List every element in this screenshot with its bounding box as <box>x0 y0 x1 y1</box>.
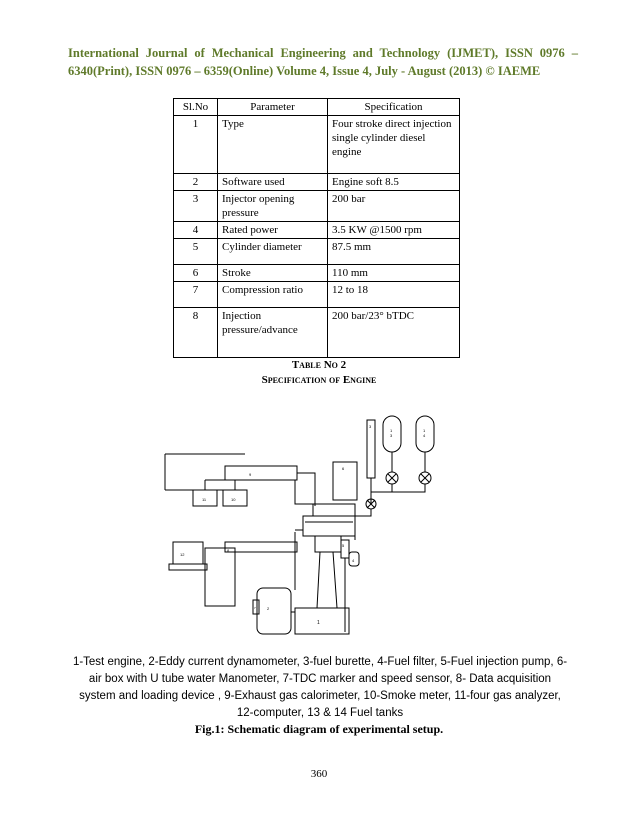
cell-param: Compression ratio <box>217 281 328 308</box>
cell-spec: Engine soft 8.5 <box>327 173 460 191</box>
label-computer: 12 <box>180 552 185 557</box>
cell-param: Rated power <box>217 221 328 239</box>
label-injection-pump: 5 <box>342 543 345 548</box>
cell-spec: 87.5 mm <box>327 238 460 265</box>
cell-spec: 110 mm <box>327 264 460 282</box>
col-header-slno: Sl.No <box>173 98 218 116</box>
cell-no: 8 <box>173 307 218 358</box>
test-engine <box>294 607 350 635</box>
label-tank14: 1 <box>423 428 426 433</box>
table-row: 7 Compression ratio 12 to 18 <box>173 281 460 308</box>
label-smoke-meter: 10 <box>231 497 236 502</box>
table-row: 6 Stroke 110 mm <box>173 264 460 282</box>
label-tank14-b: 4 <box>423 433 426 438</box>
figure-legend: 1-Test engine, 2-Eddy current dynamomete… <box>72 656 568 719</box>
label-air-box: 6 <box>342 466 345 471</box>
cell-param: Cylinder diameter <box>217 238 328 265</box>
label-fuel-filter: 4 <box>352 558 355 563</box>
cell-param: Injector opening pressure <box>217 190 328 222</box>
cell-param: Software used <box>217 173 328 191</box>
table-row: 4 Rated power 3.5 KW @1500 rpm <box>173 221 460 239</box>
figure-caption: Fig.1: Schematic diagram of experimental… <box>194 722 444 736</box>
label-burette: 3 <box>369 424 372 429</box>
cell-no: 4 <box>173 221 218 239</box>
cell-no: 5 <box>173 238 218 265</box>
cell-no: 7 <box>173 281 218 308</box>
table-row: 2 Software used Engine soft 8.5 <box>173 173 460 191</box>
air-box <box>332 461 358 501</box>
label-engine: 1 <box>317 620 320 626</box>
tdc-marker <box>252 599 260 615</box>
cell-no: 6 <box>173 264 218 282</box>
cell-param: Injection pressure/advance <box>217 307 328 358</box>
cell-param: Stroke <box>217 264 328 282</box>
table-row: 3 Injector opening pressure 200 bar <box>173 190 460 222</box>
table-row: 8 Injection pressure/advance 200 bar/23°… <box>173 307 460 358</box>
data-acquisition <box>204 547 236 607</box>
computer-keyboard <box>168 563 208 571</box>
label-daq: 8 <box>227 548 230 553</box>
engine-head <box>312 503 356 517</box>
cell-spec: 12 to 18 <box>327 281 460 308</box>
exhaust-calorimeter <box>224 465 298 481</box>
dynamometer <box>256 587 292 635</box>
cell-no: 1 <box>173 115 218 174</box>
table-row: 1 Type Four stroke direct injection sing… <box>173 115 460 174</box>
table-caption-number: Table No 2 <box>291 359 347 371</box>
table-header-row: Sl.No Parameter Specification <box>173 98 460 116</box>
cell-spec: 3.5 KW @1500 rpm <box>327 221 460 239</box>
engine-crankcase <box>314 535 342 553</box>
label-calorimeter: 9 <box>249 472 252 477</box>
cell-spec: Four stroke direct injection single cyli… <box>327 115 460 174</box>
table-caption-title: Specification of Engine <box>261 374 377 386</box>
journal-header: International Journal of Mechanical Engi… <box>68 46 578 78</box>
cell-param: Type <box>217 115 328 174</box>
page-number: 360 <box>310 768 328 780</box>
label-tank13-b: 3 <box>390 433 393 438</box>
daq-link <box>224 541 298 553</box>
label-tank13: 1 <box>390 428 393 433</box>
table-row: 5 Cylinder diameter 87.5 mm <box>173 238 460 265</box>
cell-no: 3 <box>173 190 218 222</box>
cell-spec: 200 bar <box>327 190 460 222</box>
computer-monitor <box>172 541 204 565</box>
label-gas-analyzer: 11 <box>202 497 207 502</box>
fuel-filter <box>348 551 360 567</box>
engine-spec-table: Sl.No Parameter Specification 1 Type Fou… <box>173 98 460 358</box>
label-tdc-marker: 7 <box>254 606 256 610</box>
col-header-parameter: Parameter <box>217 98 328 116</box>
col-header-specification: Specification <box>327 98 460 116</box>
experimental-setup-diagram: 3 1 3 1 4 6 9 11 10 5 4 1 2 7 <box>164 415 435 635</box>
cell-spec: 200 bar/23° bTDC <box>327 307 460 358</box>
engine-cylinder <box>302 515 356 537</box>
label-dynamometer: 2 <box>267 606 270 611</box>
cell-no: 2 <box>173 173 218 191</box>
